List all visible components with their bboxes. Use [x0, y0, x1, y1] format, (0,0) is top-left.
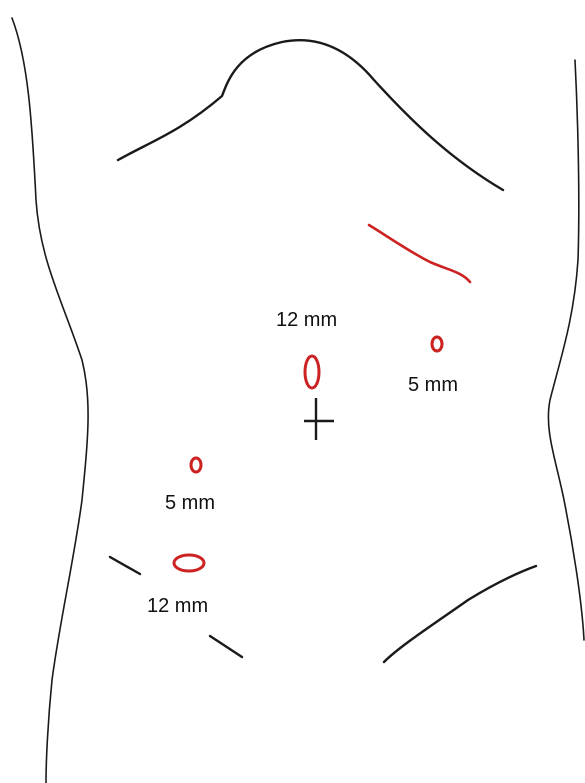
left-lower-port-incision: [191, 458, 201, 472]
right-flank-outline: [548, 60, 584, 640]
costal-margin-outline: [118, 40, 503, 190]
cross-icon: [304, 398, 334, 440]
left-inguinal-line-lower: [210, 636, 242, 657]
right-upper-port-label: 5 mm: [408, 374, 458, 397]
left-iliac-port-label: 12 mm: [147, 595, 208, 618]
umbilical-port-label: 12 mm: [276, 309, 337, 332]
right-inguinal-line: [384, 566, 536, 662]
red-subcostal-line: [369, 225, 470, 282]
right-upper-port-incision: [432, 337, 442, 351]
left-inguinal-line-upper: [110, 557, 140, 574]
umbilical-port-incision: [305, 356, 319, 388]
left-iliac-port-incision: [174, 555, 204, 571]
left-lower-port-label: 5 mm: [165, 492, 215, 515]
left-flank-outline: [12, 18, 88, 783]
